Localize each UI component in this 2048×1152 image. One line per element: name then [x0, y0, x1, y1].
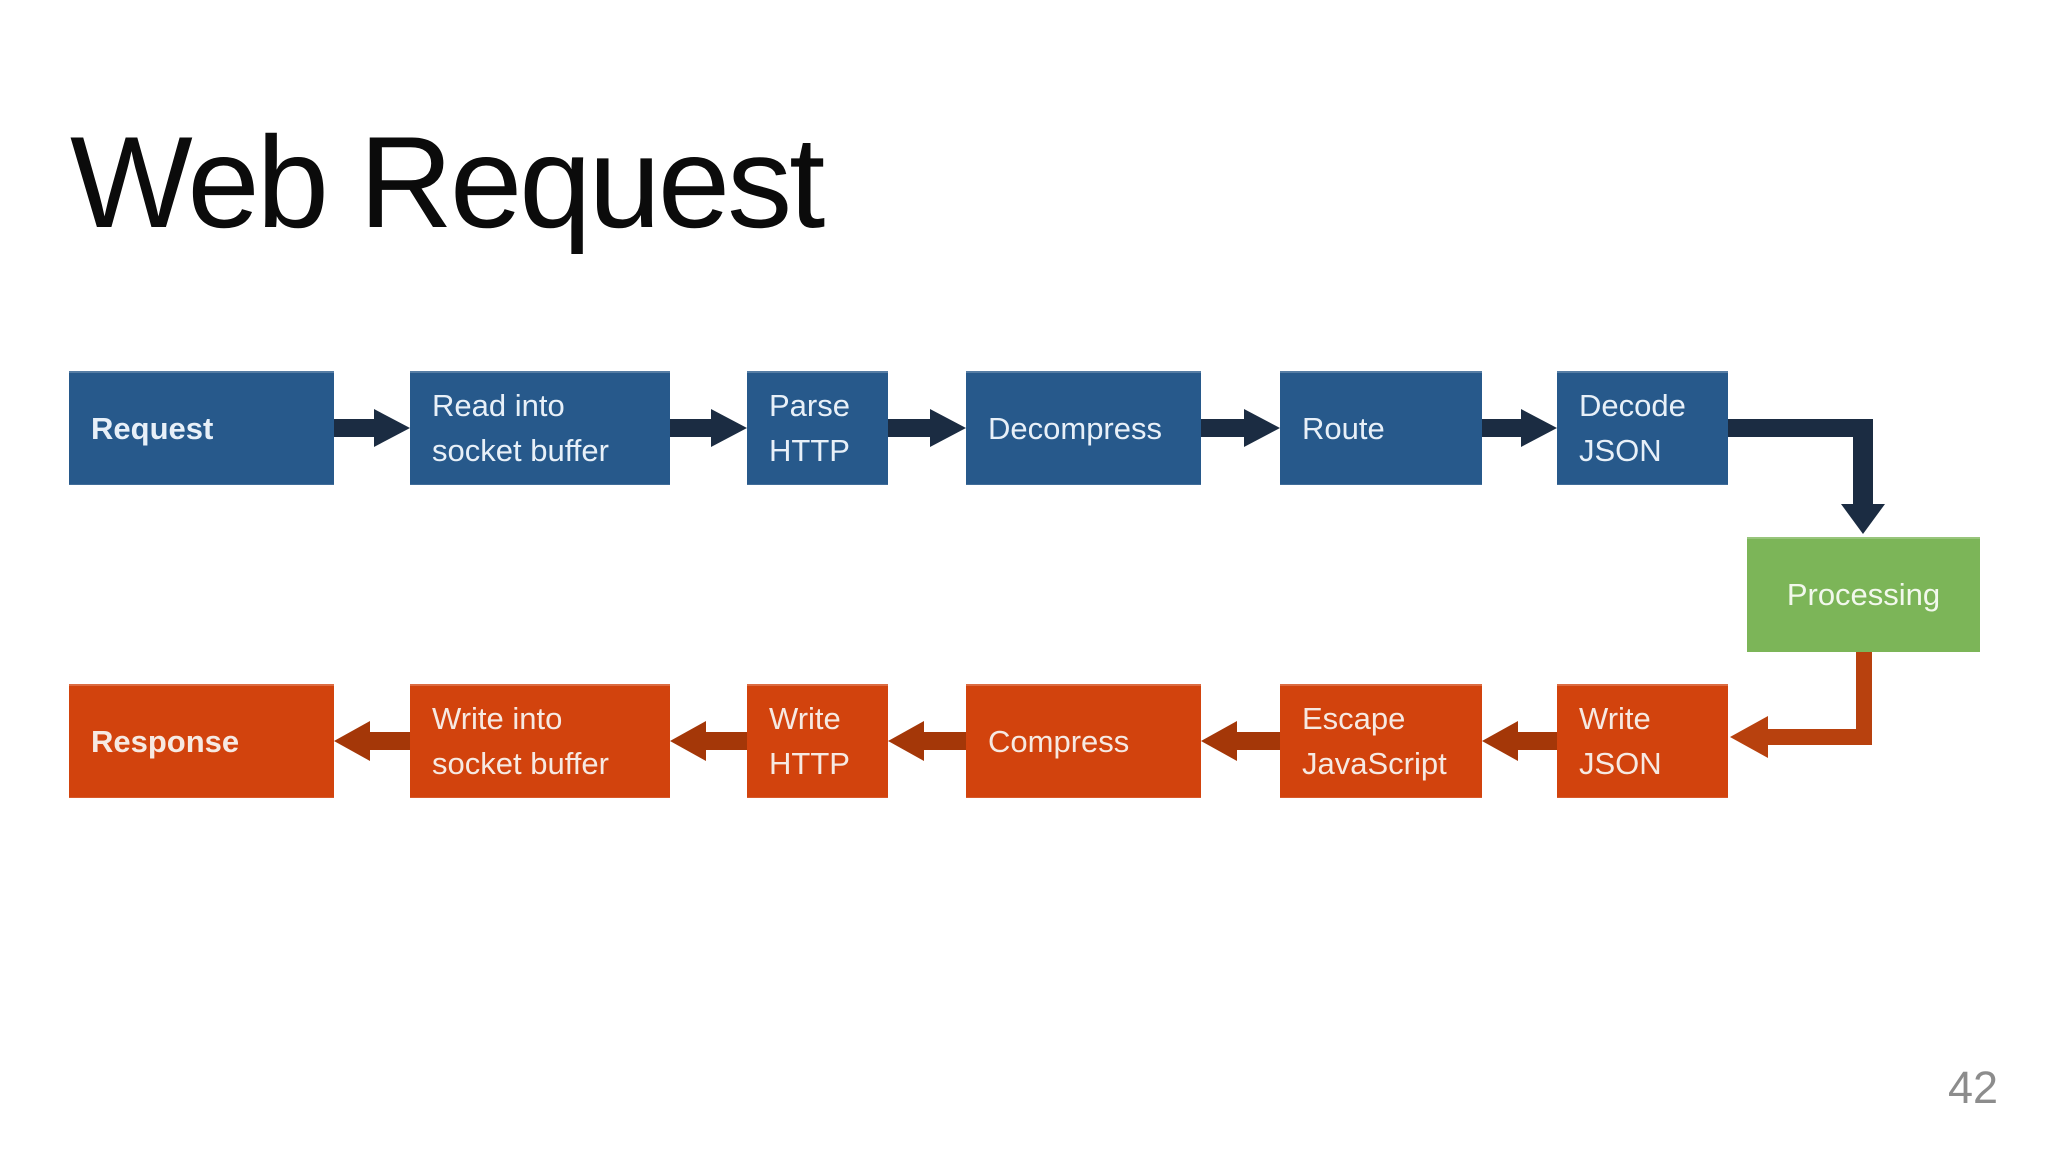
flow-box-write-json: Write JSON: [1557, 684, 1728, 798]
slide-title: Web Request: [70, 109, 825, 255]
arrow-head: [1521, 409, 1557, 447]
elbow-horizontal-segment: [1728, 419, 1873, 437]
flow-arrow-left-icon: [1482, 721, 1557, 761]
elbow-horizontal-segment: [1768, 729, 1872, 745]
flow-arrow-left-icon: [670, 721, 747, 761]
flow-box-read-into-socket-buffer: Read into socket buffer: [410, 371, 670, 485]
flow-box-write-http: Write HTTP: [747, 684, 888, 798]
arrow-head: [711, 409, 747, 447]
arrow-shaft: [1201, 419, 1246, 437]
elbow-vertical-segment: [1853, 419, 1873, 505]
flow-arrow-right-icon: [1201, 409, 1280, 447]
flow-box-parse-http: Parse HTTP: [747, 371, 888, 485]
arrow-head-down: [1841, 504, 1885, 534]
arrow-head: [1482, 721, 1518, 761]
arrow-head: [374, 409, 410, 447]
flow-arrow-right-icon: [334, 409, 410, 447]
arrow-shaft: [368, 732, 410, 750]
flow-arrow-right-icon: [1482, 409, 1557, 447]
flow-box-processing: Processing: [1747, 537, 1980, 652]
arrow-shaft: [1516, 732, 1557, 750]
elbow-vertical-segment: [1856, 652, 1872, 745]
arrow-shaft: [334, 419, 376, 437]
flow-box-decode-json: Decode JSON: [1557, 371, 1728, 485]
arrow-shaft: [670, 419, 713, 437]
flow-box-request: Request: [69, 371, 334, 485]
arrow-head: [1201, 721, 1237, 761]
flow-box-route: Route: [1280, 371, 1482, 485]
arrow-shaft: [1482, 419, 1523, 437]
arrow-shaft: [922, 732, 966, 750]
arrow-shaft: [1235, 732, 1280, 750]
arrow-head: [1244, 409, 1280, 447]
flow-arrow-right-icon: [888, 409, 966, 447]
arrow-head-left: [1730, 716, 1768, 758]
flow-arrow-left-icon: [888, 721, 966, 761]
flow-arrow-right-icon: [670, 409, 747, 447]
flow-box-decompress: Decompress: [966, 371, 1201, 485]
page-number: 42: [1948, 1062, 1999, 1113]
flow-box-escape-javascript: Escape JavaScript: [1280, 684, 1482, 798]
arrow-shaft: [888, 419, 932, 437]
flow-box-write-into-socket-buffer: Write into socket buffer: [410, 684, 670, 798]
flow-box-response: Response: [69, 684, 334, 798]
flow-arrow-left-icon: [334, 721, 410, 761]
arrow-head: [930, 409, 966, 447]
arrow-head: [334, 721, 370, 761]
arrow-shaft: [704, 732, 747, 750]
flow-arrow-left-icon: [1201, 721, 1280, 761]
arrow-head: [888, 721, 924, 761]
arrow-head: [670, 721, 706, 761]
flow-box-compress: Compress: [966, 684, 1201, 798]
